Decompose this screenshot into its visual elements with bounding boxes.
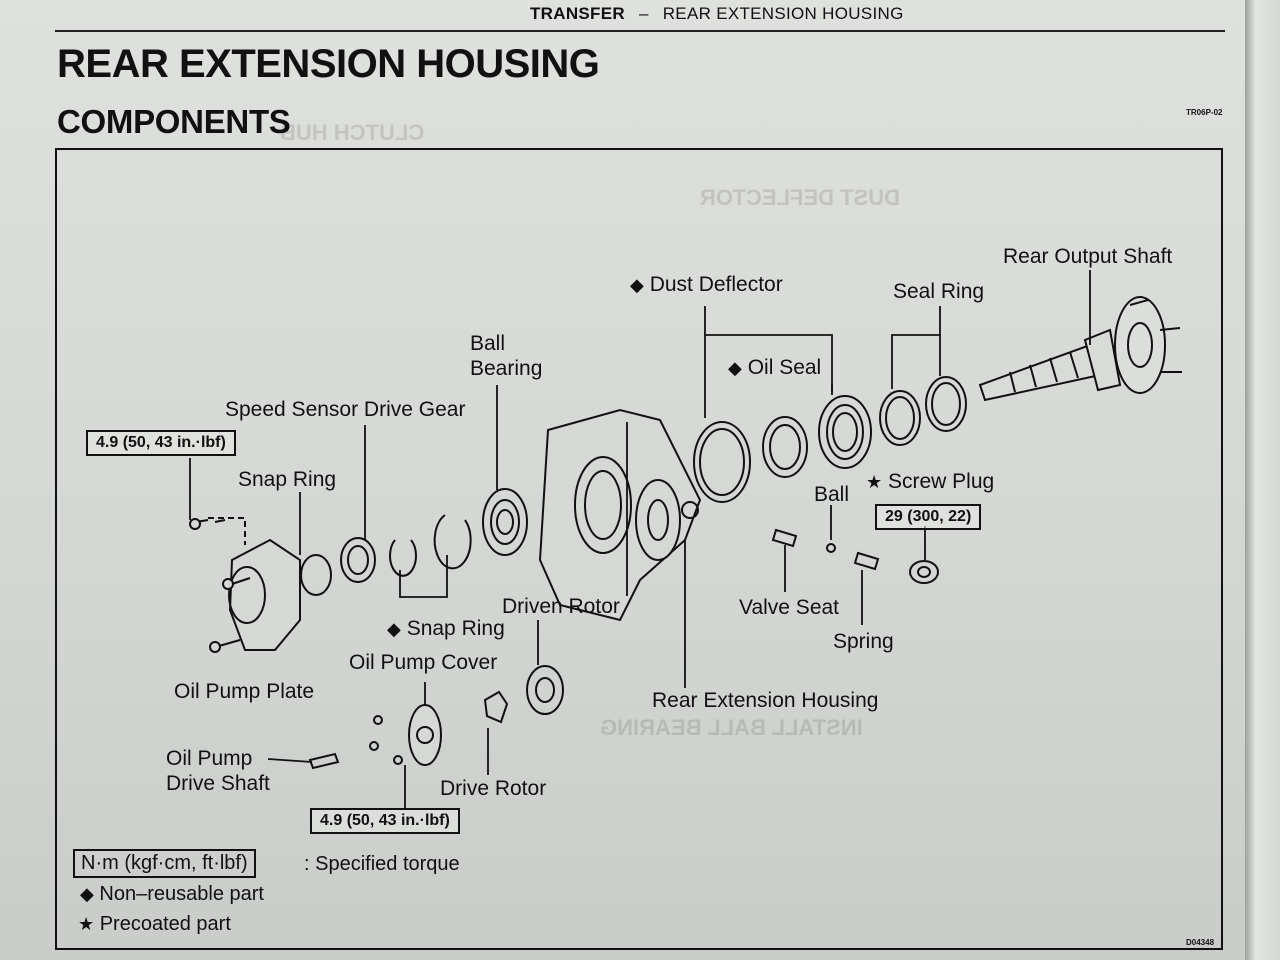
label-snap-ring: ◆ Snap Ring — [387, 617, 505, 640]
figure-code-top: TR06P-02 — [1186, 108, 1223, 117]
label-drive-rotor: Drive Rotor — [440, 777, 547, 800]
label-seal-ring: Seal Ring — [893, 280, 985, 303]
torque-oil-pump-cover-bolt: 4.9 (50, 43 in.·lbf) — [310, 808, 460, 834]
driven-rotor-part — [526, 665, 564, 715]
running-header: TRANSFER–REAR EXTENSION HOUSING — [530, 4, 904, 23]
dust-deflector-part — [762, 416, 808, 478]
label-valve-seat: Valve Seat — [739, 596, 840, 619]
seal-ring-part — [925, 376, 967, 432]
oil-pump-plate-part — [228, 538, 301, 651]
label-oil-seal: ◆ Oil Seal — [728, 356, 822, 379]
legend-units-description: : Specified torque — [304, 853, 460, 875]
non-reusable-symbol: ◆ — [630, 275, 644, 295]
section-subtitle: COMPONENTS — [57, 103, 291, 140]
header-rule — [55, 30, 1225, 32]
label-ball: Ball — [814, 483, 850, 506]
snap-ring-part — [433, 514, 472, 570]
diagram-frame — [55, 148, 1223, 950]
label-screw-plug: ★ Screw Plug — [866, 470, 995, 493]
snap-ring-part — [389, 539, 417, 577]
label-speed-sensor-drive-gear: Speed Sensor Drive Gear — [225, 398, 466, 421]
non-reusable-symbol: ◆ — [728, 358, 742, 378]
label-snap-ring: Snap Ring — [238, 468, 337, 491]
label-rear-extension-housing: Rear Extension Housing — [652, 689, 879, 712]
adjacent-page-edge — [1245, 0, 1280, 960]
seal-ring-part — [879, 390, 921, 446]
non-reusable-symbol: ◆ — [80, 884, 94, 904]
dust-deflector-part — [693, 421, 751, 503]
precoated-symbol: ★ — [78, 914, 95, 934]
ball-part — [826, 543, 836, 553]
page-title: REAR EXTENSION HOUSING — [57, 42, 600, 86]
non-reusable-symbol: ◆ — [387, 619, 401, 639]
screw-plug-part — [909, 560, 939, 584]
ball-bearing-part — [482, 488, 528, 556]
valve-seat-part — [771, 528, 798, 548]
label-rear-output-shaft: Rear Output Shaft — [1003, 245, 1173, 268]
rear-output-shaft-part — [978, 296, 1182, 402]
label-driven-rotor: Driven Rotor — [502, 595, 620, 618]
label-oil-pump-plate: Oil Pump Plate — [174, 680, 315, 703]
speed-sensor-drive-gear-part — [340, 537, 376, 583]
spring-part — [853, 551, 880, 571]
snap-ring-part — [300, 554, 332, 596]
legend-units-box: N·m (kgf·cm, ft·lbf) — [73, 849, 256, 878]
legend-non-reusable: ◆ Non–reusable part — [80, 883, 264, 905]
label-oil-pump-cover: Oil Pump Cover — [349, 651, 498, 674]
drive-rotor-part — [483, 690, 509, 724]
oil-seal-part — [818, 395, 872, 469]
figure-code-bottom: D04348 — [1186, 938, 1215, 947]
label-dust-deflector: ◆ Dust Deflector — [630, 273, 783, 296]
label-spring: Spring — [833, 630, 894, 653]
rear-extension-housing-part — [538, 408, 702, 622]
legend-precoated: ★ Precoated part — [78, 913, 231, 935]
torque-oil-pump-plate-bolt: 4.9 (50, 43 in.·lbf) — [86, 430, 236, 456]
oil-pump-cover-part — [408, 704, 442, 766]
torque-screw-plug: 29 (300, 22) — [875, 504, 982, 530]
oil-pump-drive-shaft-part — [308, 752, 340, 770]
precoated-symbol: ★ — [866, 472, 883, 492]
